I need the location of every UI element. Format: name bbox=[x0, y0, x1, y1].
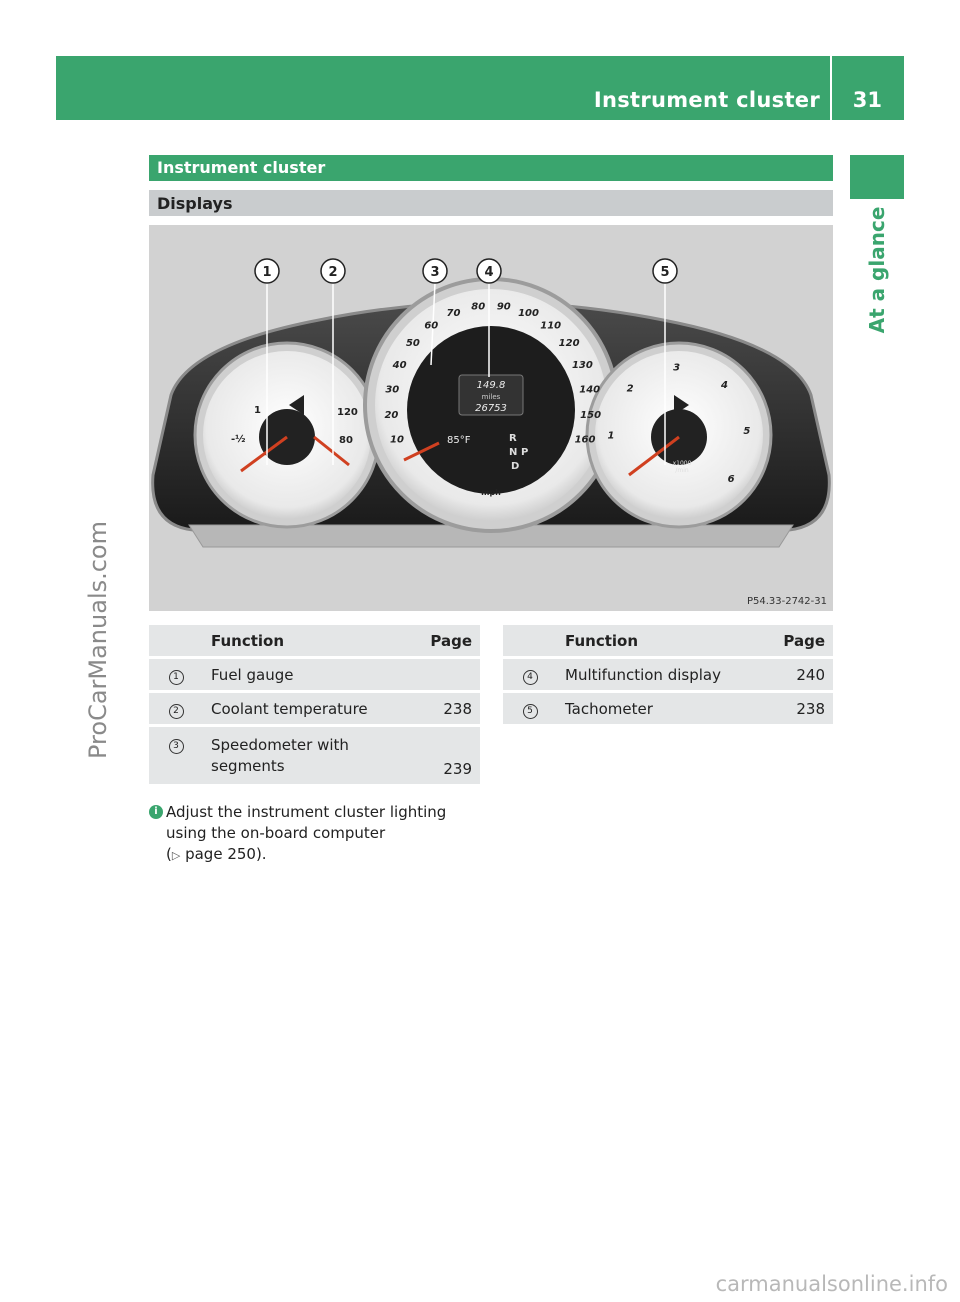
svg-text:80: 80 bbox=[339, 435, 353, 446]
trip-reading: 149.8 bbox=[477, 380, 506, 391]
row-page: 240 bbox=[769, 659, 833, 690]
callout-3: 3 bbox=[430, 265, 439, 280]
svg-text:-½: -½ bbox=[231, 434, 246, 445]
col-function: Function bbox=[203, 625, 416, 656]
callout-1: 1 bbox=[262, 265, 271, 280]
rpm-tick-label: 3 bbox=[673, 363, 680, 374]
side-tab-marker bbox=[850, 155, 904, 199]
speed-tick-label: 70 bbox=[447, 308, 461, 319]
col-page: Page bbox=[416, 625, 480, 656]
rpm-tick-label: 6 bbox=[728, 474, 735, 485]
speed-tick-label: 30 bbox=[385, 384, 399, 395]
speed-tick-label: 140 bbox=[579, 384, 600, 395]
section-header: Instrument cluster bbox=[149, 155, 833, 181]
table-row: 3 Speedometer with segments 239 bbox=[149, 727, 480, 784]
instrument-cluster-photo: -½ 1 120 80 1 2 3 4 5 149.8 miles bbox=[149, 225, 833, 611]
speed-tick-label: 120 bbox=[559, 338, 580, 349]
outside-temp: 85°F bbox=[447, 435, 471, 446]
table-header-row: Function Page bbox=[503, 625, 833, 656]
info-note: i Adjust the instrument cluster lighting… bbox=[149, 802, 486, 866]
gear-r: R bbox=[509, 433, 517, 444]
distance-unit: miles bbox=[482, 393, 501, 401]
speed-tick-label: 60 bbox=[424, 320, 438, 331]
speed-tick-label: 100 bbox=[518, 308, 539, 319]
subsection-header: Displays bbox=[149, 190, 833, 216]
function-table-left: Function Page 1 Fuel gauge 2 Coolant tem… bbox=[149, 622, 480, 787]
row-function-line1: Speedometer with bbox=[211, 735, 349, 754]
page-arrow-icon: ▷ bbox=[171, 849, 181, 862]
row-number: 1 bbox=[168, 669, 184, 685]
section-title: Instrument cluster bbox=[157, 158, 326, 177]
row-function: Coolant temperature bbox=[203, 693, 416, 724]
speed-tick-label: 110 bbox=[540, 320, 561, 331]
rpm-tick-label: 5 bbox=[743, 426, 750, 437]
rpm-tick-label: 1 bbox=[608, 431, 615, 442]
callout-4: 4 bbox=[484, 265, 493, 280]
footer-watermark: carmanualsonline.info bbox=[715, 1272, 948, 1296]
table-row: 4 Multifunction display 240 bbox=[503, 659, 833, 690]
subsection-title: Displays bbox=[157, 194, 233, 213]
col-function: Function bbox=[557, 625, 769, 656]
image-code: P54.33-2742-31 bbox=[746, 596, 827, 607]
note-line2: using the on-board computer bbox=[166, 824, 386, 842]
function-table-right: Function Page 4 Multifunction display 24… bbox=[503, 622, 833, 727]
table-row: 2 Coolant temperature 238 bbox=[149, 693, 480, 724]
note-line3[interactable]: (▷ page 250). bbox=[166, 845, 267, 863]
note-line1: Adjust the instrument cluster lighting bbox=[166, 803, 447, 821]
row-number: 4 bbox=[522, 669, 538, 685]
row-page: 238 bbox=[769, 693, 833, 724]
table-row: 1 Fuel gauge bbox=[149, 659, 480, 690]
page-header-bar: Instrument cluster 31 bbox=[56, 56, 904, 120]
svg-text:1: 1 bbox=[254, 405, 261, 416]
col-page: Page bbox=[769, 625, 833, 656]
row-function: Fuel gauge bbox=[203, 659, 416, 690]
speed-tick-label: 80 bbox=[471, 301, 485, 312]
header-divider bbox=[830, 56, 832, 120]
speed-tick-label: 150 bbox=[580, 410, 601, 421]
row-function: Tachometer bbox=[557, 693, 769, 724]
side-tab-label: At a glance bbox=[865, 206, 889, 334]
info-icon: i bbox=[149, 805, 163, 819]
callout-2: 2 bbox=[328, 265, 337, 280]
speed-tick-label: 160 bbox=[575, 435, 596, 446]
gear-p: P bbox=[521, 447, 528, 458]
table-row: 5 Tachometer 238 bbox=[503, 693, 833, 724]
table-header-row: Function Page bbox=[149, 625, 480, 656]
page-number: 31 bbox=[852, 88, 882, 112]
header-title: Instrument cluster bbox=[593, 88, 820, 112]
row-function: Speedometer with segments bbox=[203, 727, 416, 784]
row-page: 239 bbox=[416, 727, 480, 784]
row-function: Multifunction display bbox=[557, 659, 769, 690]
speed-tick-label: 40 bbox=[392, 360, 407, 371]
speed-tick-label: 20 bbox=[384, 410, 398, 421]
gear-d: D bbox=[511, 461, 519, 472]
speed-tick-label: 50 bbox=[406, 338, 420, 349]
rpm-unit-2: /min bbox=[675, 467, 689, 474]
rpm-tick-label: 4 bbox=[720, 380, 728, 391]
callout-5: 5 bbox=[660, 265, 669, 280]
speed-tick-label: 10 bbox=[390, 435, 404, 446]
svg-text:120: 120 bbox=[337, 407, 358, 418]
row-number: 5 bbox=[522, 703, 538, 719]
row-number: 2 bbox=[168, 703, 184, 719]
gear-n: N bbox=[509, 447, 517, 458]
speed-tick-label: 90 bbox=[497, 301, 511, 312]
row-page bbox=[416, 659, 480, 690]
cluster-illustration: -½ 1 120 80 1 2 3 4 5 149.8 miles bbox=[149, 225, 833, 611]
side-watermark: ProCarManuals.com bbox=[84, 520, 112, 760]
rpm-tick-label: 2 bbox=[627, 383, 634, 394]
row-number: 3 bbox=[168, 739, 184, 754]
row-function-line2: segments bbox=[211, 756, 285, 775]
speed-tick-label: 130 bbox=[572, 360, 593, 371]
tachometer-scale: 1 2 3 4 5 6 bbox=[608, 363, 751, 486]
row-page: 238 bbox=[416, 693, 480, 724]
odometer-reading: 26753 bbox=[475, 403, 507, 414]
speed-unit: mph bbox=[481, 488, 501, 497]
rpm-unit: x1000 bbox=[673, 460, 692, 467]
